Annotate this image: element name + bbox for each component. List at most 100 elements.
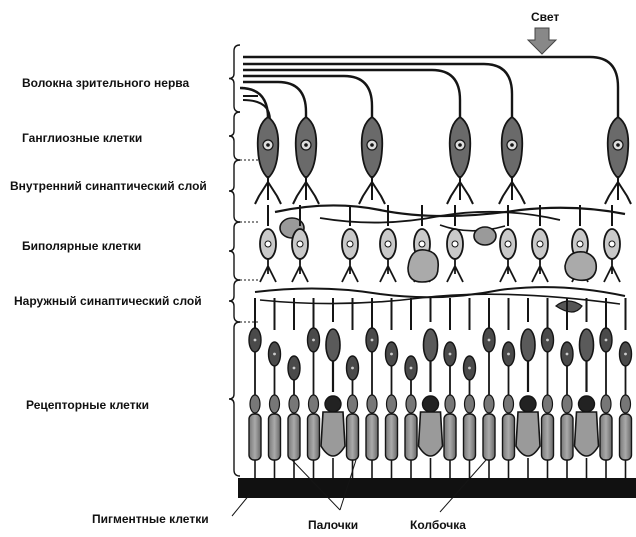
cone-label: Колбочка bbox=[410, 518, 466, 532]
ganglion-cells bbox=[255, 117, 631, 204]
rod-outer-segment bbox=[561, 414, 573, 460]
bipolar-nucleus bbox=[452, 241, 458, 247]
layer-bracket bbox=[229, 280, 240, 322]
rod-inner-segment bbox=[621, 395, 631, 413]
bipolar-dendrites bbox=[500, 258, 516, 282]
cone-ellipsoid bbox=[325, 396, 341, 412]
ganglion-nucleolus bbox=[458, 143, 462, 147]
outer-synaptic-layer-label: Наружный синаптический слой bbox=[14, 294, 202, 308]
rod-inner-segment bbox=[484, 395, 494, 413]
bipolar-nucleus bbox=[609, 241, 615, 247]
rod-inner-segment bbox=[562, 395, 572, 413]
nerve-fibers bbox=[240, 57, 618, 120]
cone-ellipsoid bbox=[423, 396, 439, 412]
cone-outer-segment bbox=[419, 412, 443, 456]
rod-outer-segment bbox=[366, 414, 378, 460]
bipolar-nucleus bbox=[347, 241, 353, 247]
rod-outer-segment bbox=[483, 414, 495, 460]
rod-outer-segment bbox=[288, 414, 300, 460]
receptor-cells bbox=[249, 298, 632, 478]
outer-synaptic-layer bbox=[255, 287, 625, 312]
rod-inner-segment bbox=[387, 395, 397, 413]
cone-nucleus-body bbox=[580, 329, 594, 361]
ganglion-nucleolus bbox=[304, 143, 308, 147]
rod-outer-segment bbox=[542, 414, 554, 460]
nerve-fiber bbox=[243, 57, 618, 118]
ganglion-dendrites bbox=[499, 176, 525, 204]
rod-inner-segment bbox=[289, 395, 299, 413]
cone-outer-segment bbox=[321, 412, 345, 456]
light-arrow-icon bbox=[528, 28, 556, 54]
cone-outer-segment bbox=[516, 412, 540, 456]
bipolar-nucleus bbox=[577, 241, 583, 247]
horizontal-cell bbox=[565, 252, 596, 281]
rod-nucleolus bbox=[605, 339, 608, 342]
receptor-cells-label: Рецепторные клетки bbox=[26, 398, 149, 412]
rod-outer-segment bbox=[386, 414, 398, 460]
rod-outer-segment bbox=[620, 414, 632, 460]
horizontal-cell bbox=[408, 250, 438, 282]
bipolar-dendrites bbox=[532, 258, 548, 282]
rod-outer-segment bbox=[249, 414, 261, 460]
rod-nucleolus bbox=[566, 353, 569, 356]
nerve-fiber bbox=[240, 88, 268, 118]
ganglion-nucleolus bbox=[616, 143, 620, 147]
cone-nucleus-body bbox=[326, 329, 340, 361]
rod-inner-segment bbox=[348, 395, 358, 413]
rod-inner-segment bbox=[309, 395, 319, 413]
layer-bracket bbox=[229, 112, 240, 160]
bipolar-nucleus bbox=[385, 241, 391, 247]
bipolar-dendrites bbox=[447, 258, 463, 282]
cone-outer-segment bbox=[575, 412, 599, 456]
rod-inner-segment bbox=[543, 395, 553, 413]
ganglion-nucleolus bbox=[266, 143, 270, 147]
pigment-layer bbox=[238, 478, 636, 498]
bipolar-dendrites bbox=[260, 258, 276, 282]
cone-ellipsoid bbox=[520, 396, 536, 412]
rod-outer-segment bbox=[600, 414, 612, 460]
rod-inner-segment bbox=[465, 395, 475, 413]
inner-synaptic-layer-label: Внутренний синаптический слой bbox=[10, 179, 207, 193]
bipolar-nucleus bbox=[419, 241, 425, 247]
bipolar-nucleus bbox=[297, 241, 303, 247]
rod-outer-segment bbox=[444, 414, 456, 460]
rod-nucleolus bbox=[488, 339, 491, 342]
rod-inner-segment bbox=[504, 395, 514, 413]
rod-inner-segment bbox=[601, 395, 611, 413]
amacrine-cell bbox=[474, 227, 496, 245]
ganglion-nucleolus bbox=[370, 143, 374, 147]
rod-nucleolus bbox=[293, 367, 296, 370]
bipolar-dendrites bbox=[292, 258, 308, 282]
rod-nucleolus bbox=[546, 339, 549, 342]
rod-outer-segment bbox=[503, 414, 515, 460]
rod-inner-segment bbox=[367, 395, 377, 413]
rods-label: Палочки bbox=[308, 518, 358, 532]
rod-inner-segment bbox=[250, 395, 260, 413]
ganglion-dendrites bbox=[293, 176, 319, 204]
rod-outer-segment bbox=[464, 414, 476, 460]
bipolar-nucleus bbox=[537, 241, 543, 247]
rod-nucleolus bbox=[410, 367, 413, 370]
cone-ellipsoid bbox=[579, 396, 595, 412]
layer-bracket bbox=[229, 222, 240, 280]
rod-nucleolus bbox=[273, 353, 276, 356]
layer-bracket bbox=[229, 322, 240, 476]
rod-nucleolus bbox=[390, 353, 393, 356]
rod-outer-segment bbox=[405, 414, 417, 460]
ganglion-dendrites bbox=[447, 176, 473, 204]
rod-nucleolus bbox=[449, 353, 452, 356]
bipolar-dendrites bbox=[342, 258, 358, 282]
amacrine-process bbox=[440, 225, 505, 231]
bipolar-dendrites bbox=[380, 258, 396, 282]
rod-nucleolus bbox=[468, 367, 471, 370]
bipolar-nucleus bbox=[505, 241, 511, 247]
cone-nucleus-body bbox=[424, 329, 438, 361]
bipolar-nucleus bbox=[265, 241, 271, 247]
layer-bracket bbox=[229, 45, 240, 112]
ganglion-nucleolus bbox=[510, 143, 514, 147]
rod-inner-segment bbox=[270, 395, 280, 413]
rod-outer-segment bbox=[347, 414, 359, 460]
ganglion-dendrites bbox=[359, 176, 385, 204]
rod-nucleolus bbox=[624, 353, 627, 356]
rod-nucleolus bbox=[312, 339, 315, 342]
